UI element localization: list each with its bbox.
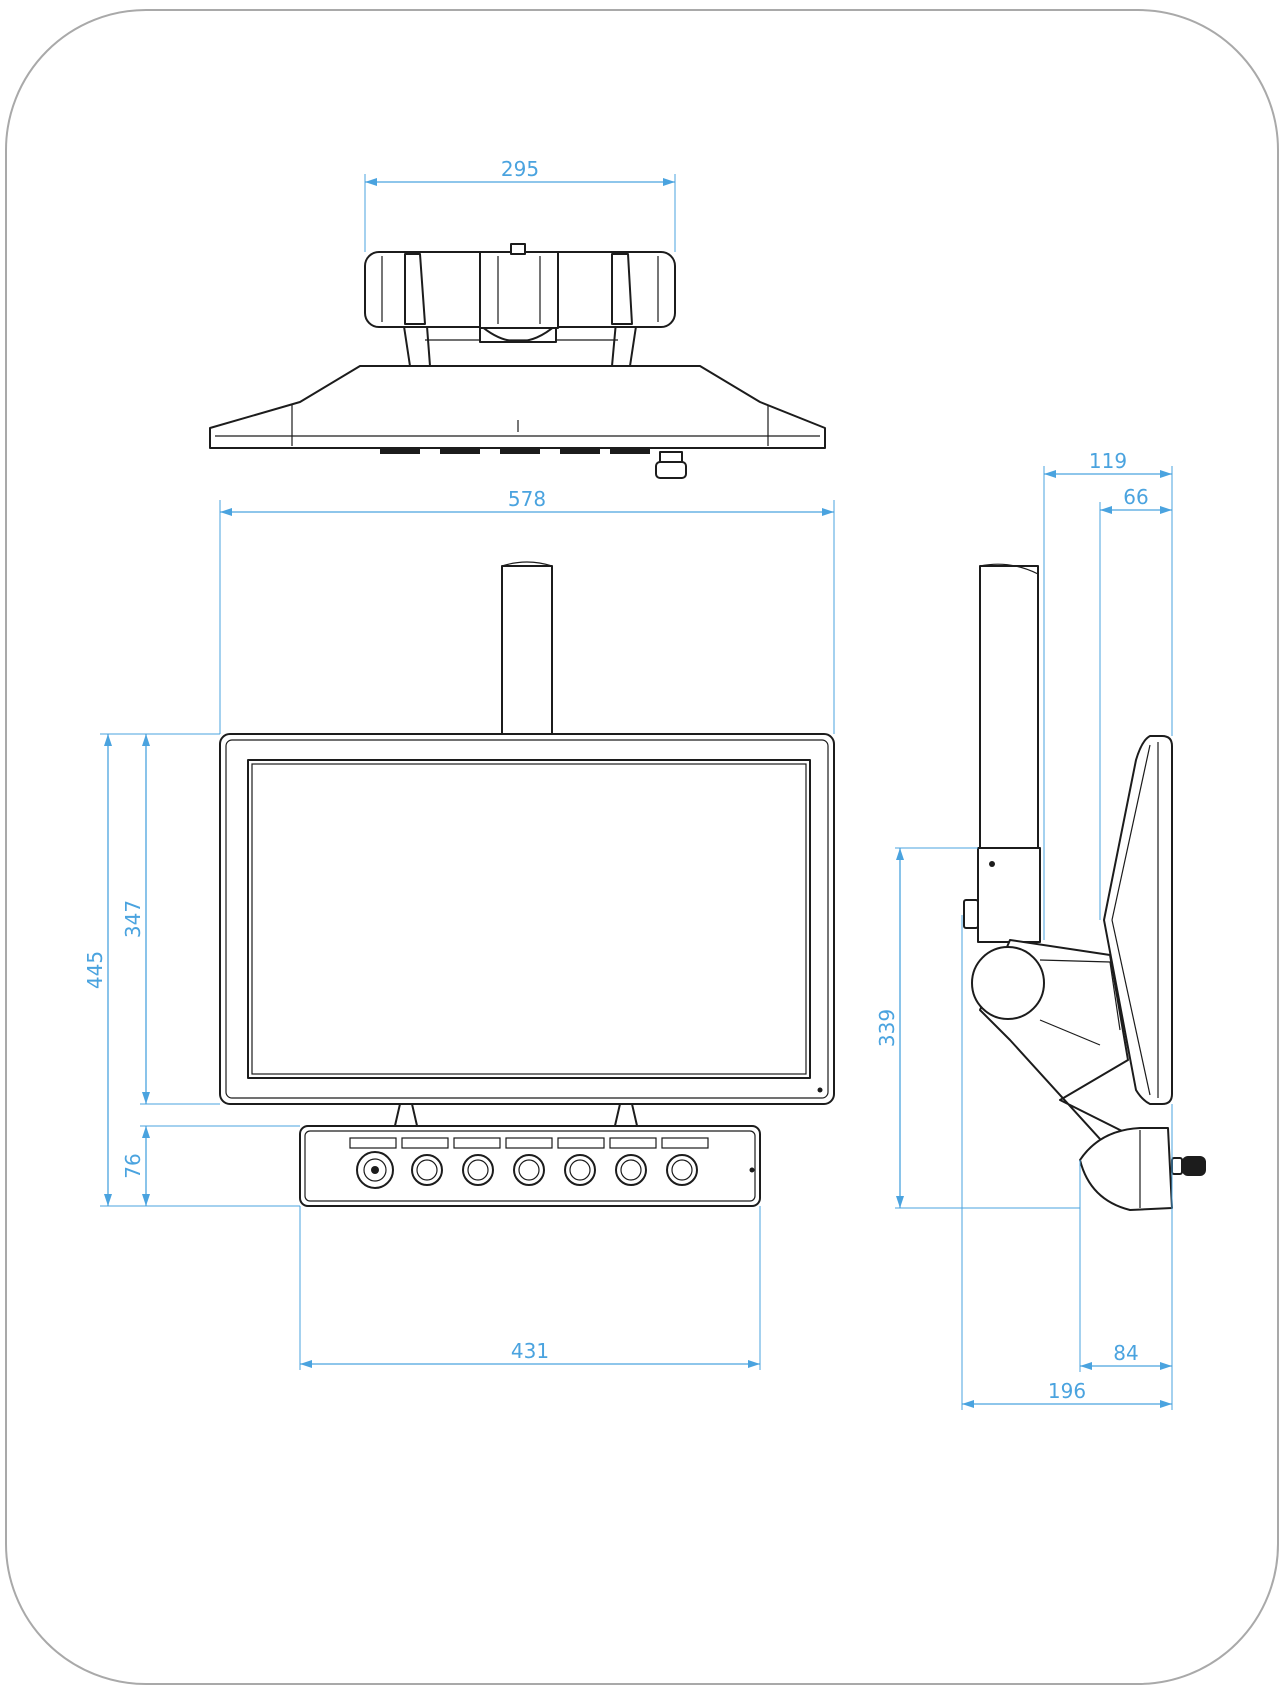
dim-panel-height: 76 — [121, 1153, 145, 1178]
top-view-base — [209, 365, 826, 449]
dim-screen-height: 347 — [121, 900, 145, 938]
side-pole — [979, 565, 1039, 851]
side-monitor — [1103, 735, 1173, 1105]
side-hinge — [971, 946, 1045, 1020]
side-clamp — [977, 847, 1041, 943]
joystick-knob — [356, 1151, 394, 1189]
dim-side-depth-screen: 66 — [1123, 485, 1148, 509]
control-buttons — [411, 1154, 698, 1186]
dim-side-depth-top: 119 — [1089, 449, 1127, 473]
side-view — [963, 563, 1206, 1211]
dim-side-depth-base: 84 — [1113, 1341, 1138, 1365]
dim-side-height: 339 — [875, 1009, 899, 1047]
top-view-clamp — [479, 251, 559, 329]
dim-overall-width: 578 — [508, 487, 546, 511]
dimension-lines — [100, 174, 1173, 1410]
front-view — [219, 561, 835, 1207]
dim-panel-width: 431 — [511, 1339, 549, 1363]
control-panel-labels — [349, 1137, 709, 1149]
top-view — [209, 243, 826, 479]
front-pole — [501, 565, 553, 736]
dim-side-depth-overall: 196 — [1048, 1379, 1086, 1403]
top-knob — [659, 451, 683, 463]
dim-overall-height: 445 — [83, 951, 107, 989]
front-monitor-screen — [247, 759, 811, 1079]
dim-top-width: 295 — [501, 157, 539, 181]
side-clamp-screw — [963, 899, 979, 929]
side-control-panel — [1079, 1127, 1173, 1211]
